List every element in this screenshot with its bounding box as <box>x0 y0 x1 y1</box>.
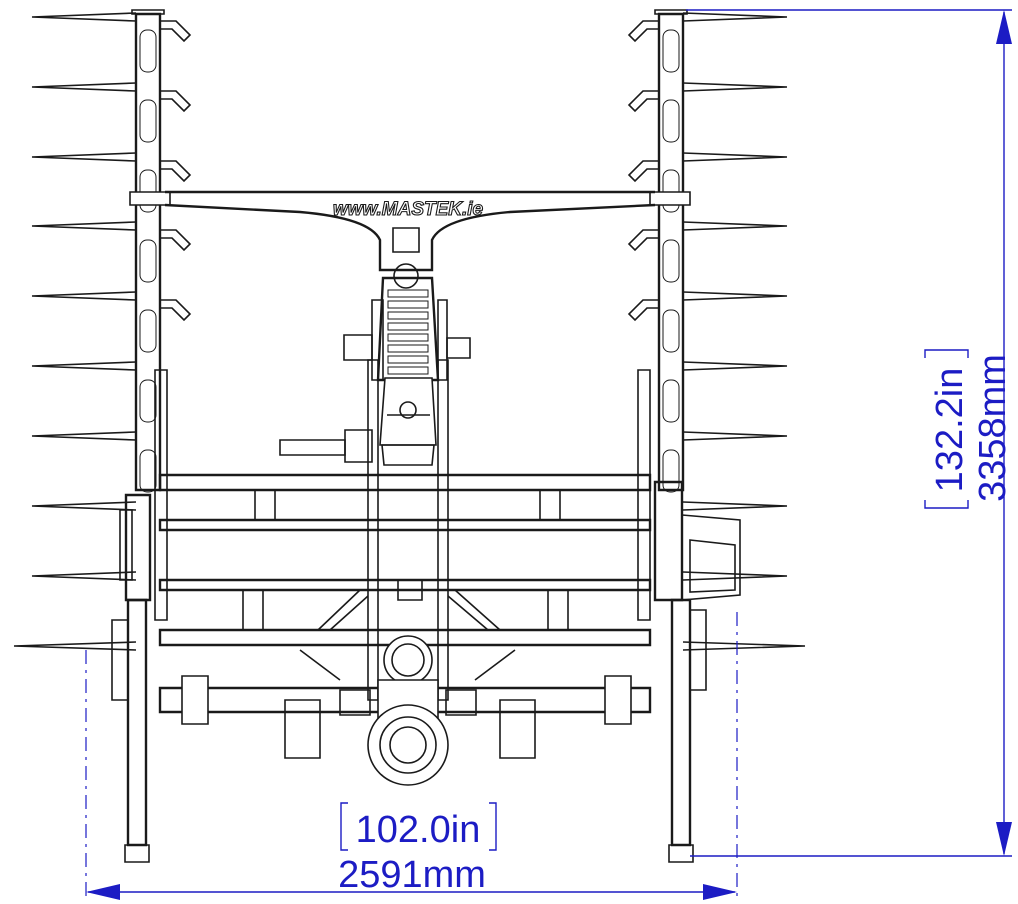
gear-tooth <box>387 355 429 364</box>
left-tine <box>31 221 137 231</box>
gear-tooth <box>387 333 429 342</box>
height-imperial-label: 132.2in <box>929 368 971 493</box>
lower-axle-assembly <box>158 635 652 786</box>
right-slot <box>662 449 680 493</box>
right-tine <box>682 361 788 371</box>
left-tine <box>31 12 137 22</box>
height-arrow-top <box>996 10 1012 44</box>
right-hook <box>627 229 659 252</box>
left-slot <box>139 379 157 423</box>
right-slot <box>662 379 680 423</box>
gear-tooth <box>387 366 429 375</box>
central-drive-column <box>279 263 471 466</box>
width-dimension: 102.0in 2591mm <box>85 612 738 900</box>
width-imperial-label: 102.0in <box>356 809 481 851</box>
left-slot <box>139 239 157 283</box>
left-hook <box>160 229 192 252</box>
right-tine <box>682 152 788 162</box>
left-tine <box>31 82 137 92</box>
right-slot <box>662 239 680 283</box>
left-hook <box>160 160 192 183</box>
left-hooks <box>160 20 192 322</box>
gear-tooth <box>387 311 429 320</box>
left-tine <box>31 431 137 441</box>
right-tine <box>682 82 788 92</box>
left-bar-slots <box>139 29 157 493</box>
left-tine <box>31 291 137 301</box>
gear-tooth <box>387 322 429 331</box>
width-metric-label: 2591mm <box>338 854 486 896</box>
left-slot <box>139 169 157 213</box>
left-tine <box>31 571 137 581</box>
left-wheel-arm <box>111 493 152 863</box>
right-hook <box>627 160 659 183</box>
right-tine <box>682 221 788 231</box>
left-hook <box>160 90 192 113</box>
right-slot <box>662 29 680 73</box>
right-tine <box>682 641 806 651</box>
right-hooks <box>627 20 659 322</box>
right-tine <box>682 571 788 581</box>
right-tines <box>682 12 806 651</box>
right-tine <box>682 431 788 441</box>
left-slot <box>139 29 157 73</box>
left-tine <box>31 501 137 511</box>
width-arrow-right <box>703 884 737 900</box>
left-slot <box>139 309 157 353</box>
gear-tooth <box>387 289 429 298</box>
right-hook <box>627 20 659 43</box>
left-hook <box>160 299 192 322</box>
right-tine <box>682 291 788 301</box>
left-tines <box>13 12 137 651</box>
height-arrow-bottom <box>996 822 1012 856</box>
left-tine <box>13 641 137 651</box>
left-slot <box>139 99 157 143</box>
brand-label: www.MASTEK.ie <box>333 199 484 220</box>
left-tine <box>31 361 137 371</box>
left-hook <box>160 20 192 43</box>
right-hook <box>627 299 659 322</box>
gear-tooth <box>387 300 429 309</box>
right-slot <box>662 309 680 353</box>
right-hook <box>627 90 659 113</box>
right-tine <box>682 12 788 22</box>
left-tine <box>31 152 137 162</box>
right-slot <box>662 169 680 213</box>
right-bar-slots <box>662 29 680 493</box>
gear-tooth <box>387 344 429 353</box>
height-dimension: 132.2in 3358mm <box>686 9 1014 857</box>
right-tine <box>682 501 788 511</box>
main-frame <box>158 359 652 701</box>
height-metric-label: 3358mm <box>972 354 1014 502</box>
right-slot <box>662 99 680 143</box>
right-wheel-arm <box>653 480 741 863</box>
width-arrow-left <box>86 884 120 900</box>
gear-teeth <box>387 289 429 375</box>
top-cross-beam: www.MASTEK.ie <box>129 190 691 272</box>
left-tine-rotor <box>13 9 192 651</box>
left-slot <box>139 449 157 493</box>
